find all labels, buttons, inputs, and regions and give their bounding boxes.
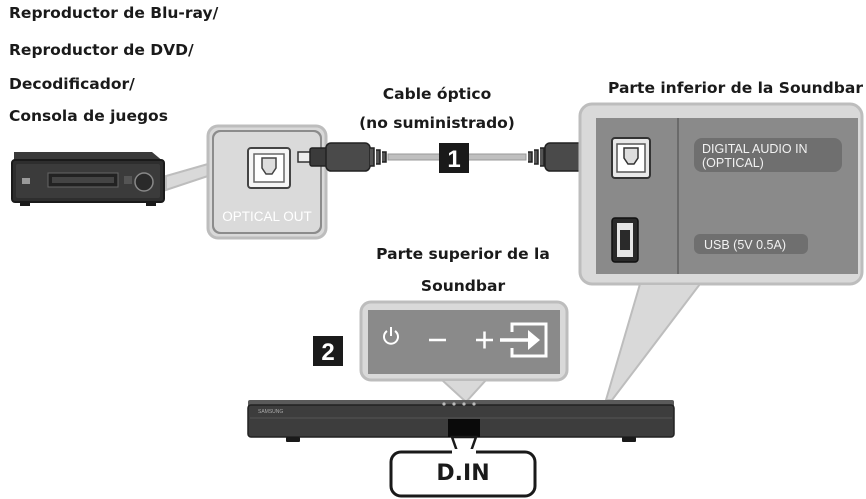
optical-out-label: OPTICAL OUT <box>222 209 312 224</box>
digital-audio-in-label-1: DIGITAL AUDIO IN <box>702 142 808 156</box>
cable-label-line-1: Cable óptico <box>382 85 492 103</box>
svg-text:1: 1 <box>447 146 460 173</box>
power-icon <box>383 327 399 345</box>
step-1-badge: 1 <box>439 143 469 173</box>
usb-label: USB (5V 0.5A) <box>704 238 786 252</box>
source-input-icon <box>500 322 548 358</box>
source-device-line-2: Reproductor de DVD/ <box>9 41 194 59</box>
soundbar-icon: SAMSUNG <box>247 400 675 442</box>
display-readout: D.IN <box>436 460 490 486</box>
soundbar-bottom-panel: DIGITAL AUDIO IN (OPTICAL) USB (5V 0.5A) <box>578 102 864 286</box>
brand-logo: SAMSUNG <box>258 409 283 415</box>
plus-icon <box>476 331 493 349</box>
soundbar-bottom-title: Parte inferior de la Soundbar <box>608 79 863 97</box>
digital-audio-in-label-2: (OPTICAL) <box>702 156 764 170</box>
usb-port-icon <box>611 217 639 263</box>
soundbar-top-panel <box>359 300 569 382</box>
source-device-line-3: Decodificador/ <box>9 75 135 93</box>
step-2-badge: 2 <box>313 336 343 366</box>
source-device-line-4: Consola de juegos <box>9 107 168 125</box>
source-device-line-1: Reproductor de Blu-ray/ <box>9 4 219 22</box>
optical-out-panel: OPTICAL OUT <box>206 124 328 240</box>
svg-text:2: 2 <box>321 339 334 366</box>
soundbar-top-line-1: Parte superior de la <box>376 245 550 263</box>
bluray-player-icon <box>11 152 165 206</box>
cable-label-line-2: (no suministrado) <box>359 114 515 132</box>
soundbar-top-line-2: Soundbar <box>420 277 506 295</box>
